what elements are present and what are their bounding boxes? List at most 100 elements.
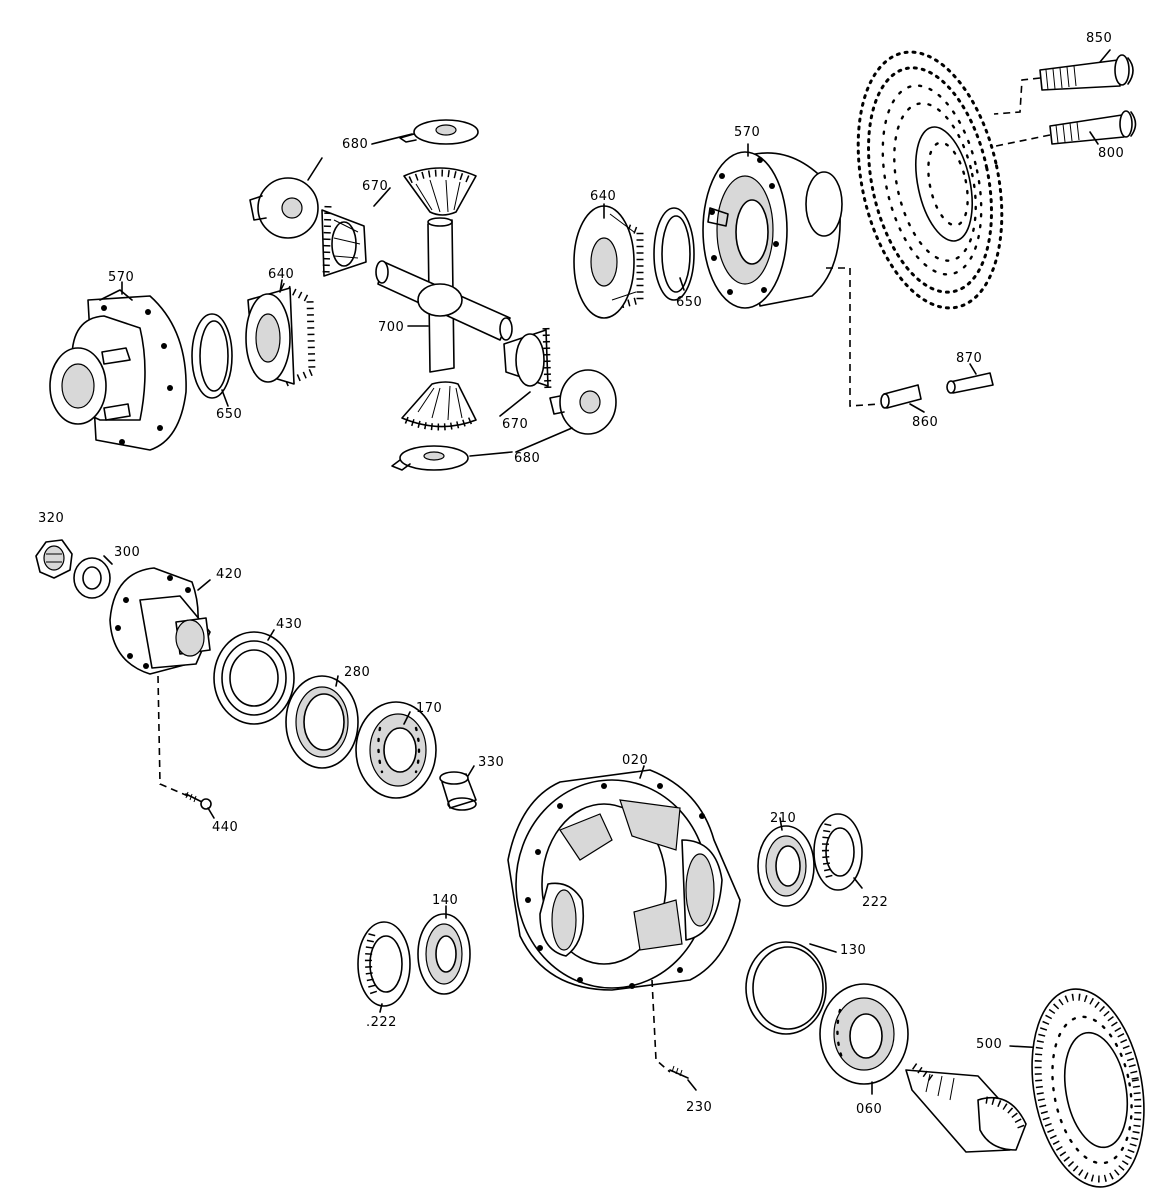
seal-430 bbox=[213, 631, 295, 725]
bolt-850 bbox=[1039, 54, 1134, 91]
part-label: 210 bbox=[770, 811, 796, 826]
leader-230-label bbox=[687, 1079, 697, 1091]
part-label: 140 bbox=[432, 893, 458, 908]
bolt-440 bbox=[185, 791, 212, 810]
leader-230 bbox=[651, 979, 671, 1073]
leader-020 bbox=[639, 765, 645, 779]
leader-650-left bbox=[221, 389, 229, 407]
flange-420 bbox=[109, 567, 211, 675]
bearing-140 bbox=[417, 913, 471, 995]
drive-pinion-500 bbox=[905, 1063, 1027, 1153]
part-label: 650 bbox=[216, 407, 242, 422]
leader-870 bbox=[969, 363, 977, 375]
leader-860-label bbox=[909, 403, 925, 413]
thrust-washer-680-left bbox=[249, 177, 319, 239]
leader-130 bbox=[809, 943, 837, 953]
part-label: 170 bbox=[416, 701, 442, 716]
pin-870 bbox=[946, 372, 994, 394]
leader-670-top bbox=[373, 187, 391, 207]
leader-210 bbox=[779, 817, 783, 831]
housing-020 bbox=[507, 769, 741, 991]
leader-300 bbox=[103, 555, 113, 565]
part-label: 130 bbox=[840, 943, 866, 958]
part-label: 640 bbox=[268, 267, 294, 282]
part-label: 640 bbox=[590, 189, 616, 204]
side-gear-640-center bbox=[573, 205, 644, 319]
part-label: 700 bbox=[378, 320, 404, 335]
leader-860 bbox=[826, 267, 881, 407]
part-label: 680 bbox=[342, 137, 368, 152]
thrust-washer-680-right bbox=[549, 369, 617, 435]
part-label: 300 bbox=[114, 545, 140, 560]
part-label: 060 bbox=[856, 1102, 882, 1117]
leader-170 bbox=[403, 711, 411, 725]
leader-680-top bbox=[371, 133, 413, 145]
part-label: 440 bbox=[212, 820, 238, 835]
part-label: 670 bbox=[362, 179, 388, 194]
nut-320 bbox=[35, 539, 73, 579]
differential-case-570-left bbox=[49, 289, 187, 451]
crown-wheel-dotted bbox=[856, 50, 1004, 310]
part-label: 320 bbox=[38, 511, 64, 526]
part-label: 570 bbox=[734, 125, 760, 140]
thrust-washer-680-bottom bbox=[391, 445, 469, 471]
snap-ring-650-left bbox=[191, 313, 233, 399]
bolt-800 bbox=[1049, 110, 1137, 145]
leader-440 bbox=[157, 675, 189, 797]
part-label: 570 bbox=[108, 270, 134, 285]
thrust-washer-680-top bbox=[399, 119, 479, 145]
side-gear-640-left bbox=[245, 282, 316, 388]
part-label: 500 bbox=[976, 1037, 1002, 1052]
leader-680-left bbox=[307, 157, 323, 181]
leader-430 bbox=[267, 629, 275, 641]
part-label: 650 bbox=[676, 295, 702, 310]
bearing-cage-222-right bbox=[813, 813, 863, 891]
part-label: 670 bbox=[502, 417, 528, 432]
leader-222-left bbox=[379, 1003, 383, 1013]
part-label: 280 bbox=[344, 665, 370, 680]
leader-670-bottom bbox=[499, 391, 531, 417]
leader-800 bbox=[995, 134, 1051, 147]
pin-860 bbox=[880, 384, 922, 409]
part-label: 680 bbox=[514, 451, 540, 466]
bolt-230 bbox=[669, 1065, 689, 1079]
leader-420 bbox=[197, 579, 211, 591]
leader-850 bbox=[993, 77, 1041, 115]
leader-650-center bbox=[679, 277, 685, 291]
bearing-170 bbox=[355, 701, 437, 799]
part-label: 330 bbox=[478, 755, 504, 770]
spacer-330 bbox=[439, 771, 477, 811]
part-label: .222 bbox=[366, 1015, 397, 1030]
part-label: 860 bbox=[912, 415, 938, 430]
leader-222-right bbox=[853, 877, 863, 889]
ring-gear-500 bbox=[1031, 988, 1145, 1188]
part-label: 870 bbox=[956, 351, 982, 366]
leader-800-label bbox=[1089, 131, 1099, 145]
leader-330 bbox=[467, 765, 475, 777]
shim-ring-130 bbox=[745, 941, 827, 1035]
snap-ring-650-center bbox=[653, 207, 695, 301]
pinion-gear-670-top bbox=[403, 167, 477, 216]
leader-680-bottom bbox=[469, 427, 573, 457]
leader-440-label bbox=[207, 807, 215, 819]
bearing-210 bbox=[757, 825, 815, 907]
part-label: 020 bbox=[622, 753, 648, 768]
part-label: 230 bbox=[686, 1100, 712, 1115]
washer-300 bbox=[73, 557, 111, 599]
part-label: 800 bbox=[1098, 146, 1124, 161]
differential-case-570-right bbox=[702, 151, 843, 309]
part-label: 420 bbox=[216, 567, 242, 582]
pinion-gear-670-bottom bbox=[401, 381, 477, 431]
bearing-cage-222-left bbox=[357, 921, 411, 1007]
pinion-gear-670-left bbox=[321, 205, 367, 277]
leader-640-left bbox=[279, 279, 283, 293]
spider-cross-700 bbox=[375, 217, 513, 373]
part-label: 222 bbox=[862, 895, 888, 910]
bearing-race-280 bbox=[285, 675, 359, 769]
leader-280 bbox=[335, 675, 339, 687]
leader-850-label bbox=[1099, 49, 1111, 63]
part-label: 850 bbox=[1086, 31, 1112, 46]
pinion-gear-670-right bbox=[503, 327, 552, 393]
part-label: 430 bbox=[276, 617, 302, 632]
